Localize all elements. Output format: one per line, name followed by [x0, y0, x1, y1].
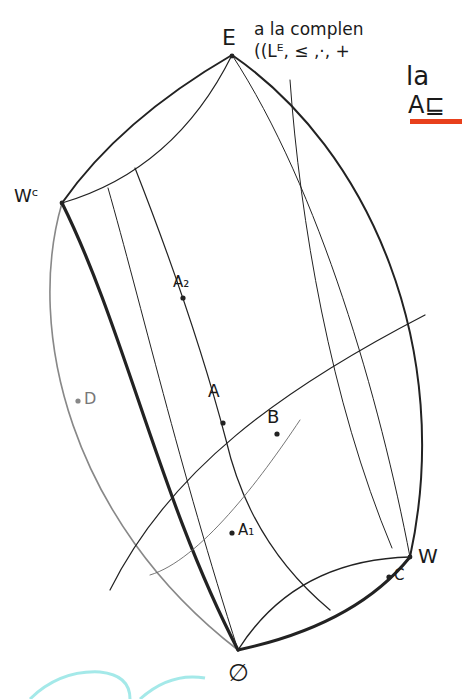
interior-curve [110, 315, 425, 590]
cyan-mark [30, 672, 130, 699]
interior-curve [290, 80, 392, 548]
vertex-label: ∅ [228, 660, 249, 686]
point-label: A₁ [238, 522, 254, 539]
bottom-edge [238, 557, 410, 650]
point-dot [274, 431, 279, 436]
point-dot [229, 530, 234, 535]
point-label: C [394, 567, 404, 584]
point-dot [75, 398, 80, 403]
point-label: D [84, 390, 96, 408]
note-text: la [406, 62, 429, 91]
note-text: A⊑ [408, 92, 445, 118]
vertex-label: Wᶜ [14, 186, 38, 206]
vertex-dot [408, 555, 413, 560]
right-edge [232, 55, 422, 557]
front-edge [62, 203, 238, 650]
bottom-edge [238, 557, 410, 650]
left-edge [50, 203, 238, 650]
point-dot [220, 420, 225, 425]
inner-edge [232, 55, 410, 557]
top-edge [62, 55, 232, 203]
vertex-label: W [418, 545, 438, 567]
vertex-dot [60, 201, 65, 206]
red-underline [410, 119, 462, 124]
interior-curve [150, 420, 300, 575]
point-dot [180, 295, 185, 300]
cyan-mark [140, 677, 205, 699]
note-text: a la complen [254, 20, 363, 39]
vertex-dot [230, 54, 235, 59]
vertex-label: E [222, 26, 236, 50]
interior-curve [135, 168, 330, 610]
interior-curve [108, 188, 238, 650]
point-label: B [267, 407, 279, 427]
point-label: A [208, 382, 220, 401]
note-text: ((Lᴱ, ≤ ,·, + [254, 42, 350, 61]
point-dot [386, 574, 391, 579]
point-label: A₂ [173, 274, 189, 291]
top-edge [62, 55, 232, 203]
